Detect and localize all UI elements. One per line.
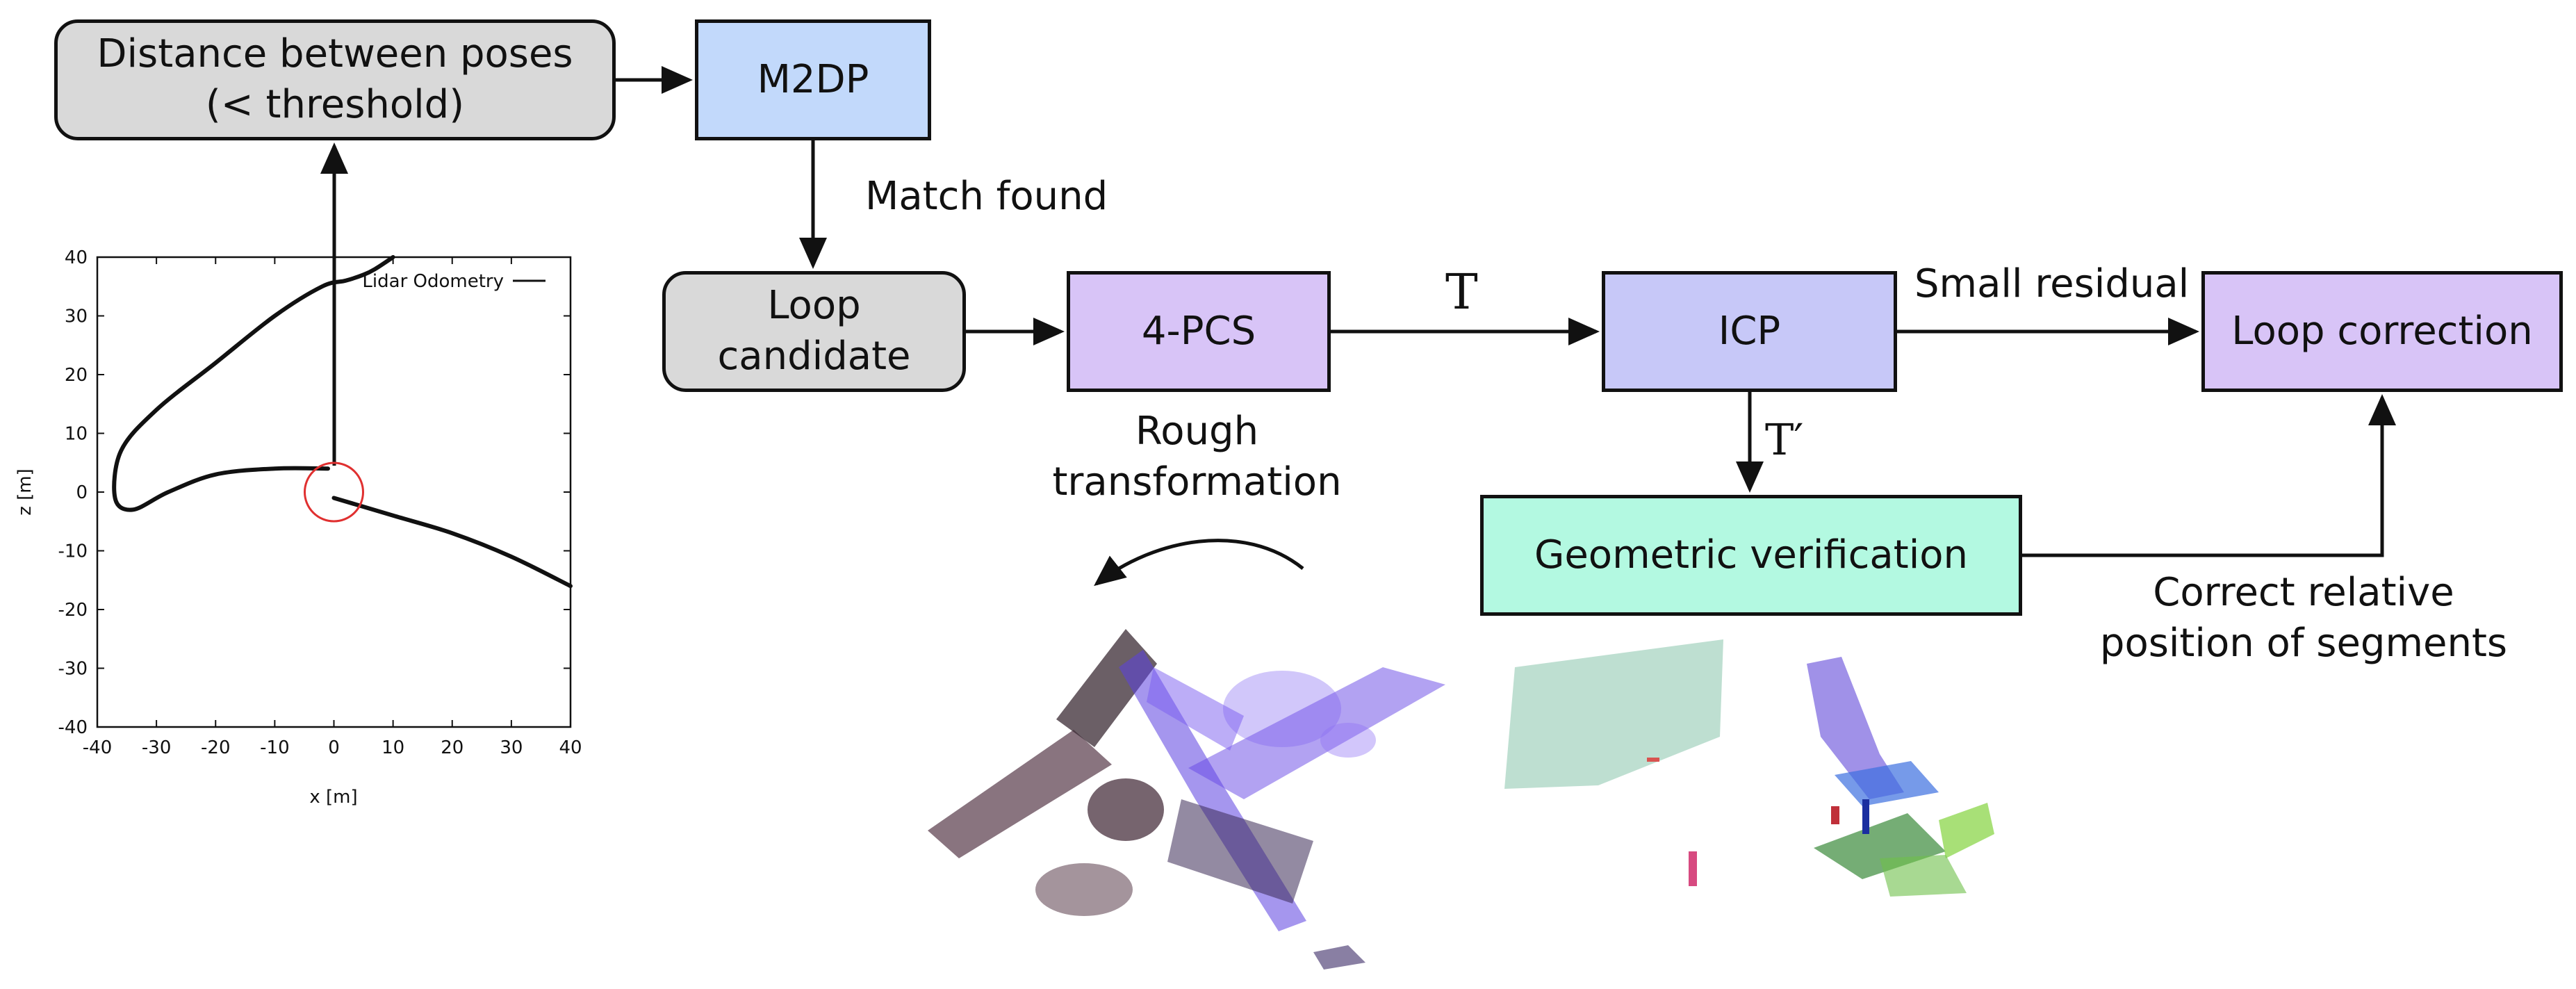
y-tick-label: 40 [65, 247, 88, 268]
t-prime-label: T′ [1765, 414, 1804, 465]
y-tick-label: 0 [76, 482, 88, 503]
distance-node-line2: (< threshold) [205, 82, 465, 127]
loop-correction-label: Loop correction [2231, 308, 2533, 354]
geometric-verification-label: Geometric verification [1534, 532, 1969, 578]
loop-correction-node: Loop correction [2201, 271, 2563, 392]
y-tick-label: -10 [58, 541, 88, 562]
x-tick-label: -40 [83, 737, 112, 758]
t-label: T [1445, 263, 1478, 320]
y-tick-label: 10 [65, 424, 88, 445]
plot-ylabel: z [m] [15, 468, 35, 516]
x-tick-label: -10 [260, 737, 289, 758]
trajectory-line-1 [112, 255, 395, 512]
distance-between-poses-node: Distance between poses (< threshold) [54, 19, 616, 140]
four-pcs-node: 4-PCS [1067, 271, 1331, 392]
odometry-plot: -40 -30 -20 -10 0 10 20 30 40 -40 -30 -20 -10 0 10 20 30… [15, 247, 582, 808]
y-tick-label: -30 [58, 659, 88, 680]
x-tick-label: 20 [441, 737, 463, 758]
point-cloud-2 [1504, 639, 1994, 897]
icp-label: ICP [1718, 308, 1781, 354]
loop-candidate-node: Loop candidate [662, 271, 966, 392]
x-tick-label: 10 [382, 737, 404, 758]
y-tick-label: 20 [65, 365, 88, 386]
loop-candidate-line2: candidate [717, 334, 911, 379]
flow-arrows [320, 66, 2396, 587]
correct-line2: position of segments [2099, 620, 2508, 666]
y-tick-label: -40 [58, 717, 88, 738]
icp-node: ICP [1602, 271, 1897, 392]
m2dp-label: M2DP [757, 56, 869, 102]
correct-position-label: Correct relative position of segments [2088, 568, 2519, 669]
rough-line1: Rough [1135, 409, 1259, 454]
correct-line1: Correct relative [2153, 570, 2454, 615]
arrow-verification-to-loop-correction [2022, 394, 2396, 557]
x-tick-label: 40 [559, 737, 582, 758]
x-tick-label: -30 [142, 737, 171, 758]
rough-transformation-label: Rough transformation [1046, 407, 1348, 508]
trajectory-line-2 [331, 496, 573, 589]
legend-label: Lidar Odometry [362, 271, 504, 292]
loop-closure-circle [304, 461, 364, 523]
curved-arrow [1094, 539, 1304, 587]
rough-line2: transformation [1052, 459, 1342, 505]
x-tick-label: 30 [500, 737, 523, 758]
y-tick-label: 30 [65, 306, 88, 327]
y-tick-label: -20 [58, 600, 88, 621]
m2dp-node: M2DP [695, 19, 931, 140]
plot-xlabel: x [m] [309, 787, 357, 808]
geometric-verification-node: Geometric verification [1480, 495, 2022, 616]
small-residual-label: Small residual [1914, 261, 2190, 306]
point-cloud-1 [928, 629, 1445, 970]
distance-node-line1: Distance between poses [97, 31, 573, 77]
four-pcs-label: 4-PCS [1141, 308, 1256, 354]
x-tick-label: 0 [328, 737, 340, 758]
match-found-label: Match found [865, 174, 1108, 219]
x-tick-label: -20 [201, 737, 230, 758]
loop-candidate-line1: Loop [767, 283, 861, 329]
